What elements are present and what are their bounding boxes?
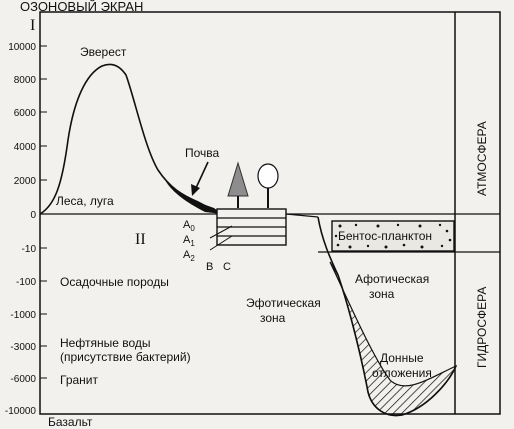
horizon-a1-label: A1 — [183, 234, 195, 248]
soil-profile-box — [209, 208, 287, 251]
hydrosphere-label: ГИДРОСФЕРА — [475, 287, 489, 368]
soil-arrow-head — [191, 184, 200, 196]
benthos-plankton-box — [331, 220, 455, 252]
soil-layer — [166, 182, 222, 214]
y-axis-ticks — [40, 45, 47, 379]
conifer-tree-icon — [227, 161, 249, 208]
soil-label: Почва — [185, 146, 220, 160]
bottom-sediment-wedge — [329, 261, 458, 417]
tick-label: -6000 — [10, 374, 36, 385]
tick-label: 6000 — [14, 108, 37, 119]
horizon-a2-label: A2 — [183, 249, 195, 263]
tick-label: -3000 — [10, 342, 36, 353]
soil-arrow — [195, 161, 209, 189]
bottom-sediments-label: Донные отложения — [372, 351, 432, 380]
oil-water-label: Нефтяные воды — [60, 336, 150, 350]
tick-label: -100 — [16, 277, 36, 288]
shore-line — [285, 213, 319, 218]
benthos-plankton-label: Бентос-планктон — [338, 229, 432, 243]
tick-label: 8000 — [14, 75, 37, 86]
horizon-b-label: B — [206, 261, 213, 273]
ozone-layer-title: ОЗОНОВЫЙ ЭКРАН — [20, 0, 143, 14]
tick-label: 0 — [30, 210, 36, 221]
atmosphere-label: АТМОСФЕРА — [475, 121, 489, 196]
everest-mountain-profile — [39, 63, 219, 215]
forests-label: Леса, луга — [56, 194, 114, 208]
basalt-label: Базальт — [48, 415, 93, 429]
tick-label: 10000 — [8, 42, 36, 53]
zone-one-marker: I — [30, 17, 35, 34]
horizon-a0-label: A0 — [183, 219, 195, 233]
zone-two-marker: II — [135, 231, 146, 248]
tick-label: 4000 — [14, 142, 37, 153]
aphotic-zone-label: Афотическая зона — [355, 272, 433, 301]
plankton-dots — [334, 223, 452, 249]
euphotic-zone-label: Эфотическая зона — [246, 296, 324, 325]
sedimentary-rocks-label: Осадочные породы — [60, 275, 169, 289]
everest-label: Эверест — [80, 45, 127, 59]
diagram-frame — [39, 11, 501, 415]
granite-label: Гранит — [60, 373, 99, 387]
tick-label: 2000 — [14, 176, 37, 187]
tick-label: -10 — [22, 244, 37, 255]
tick-label: -1000 — [10, 310, 36, 321]
bacteria-presence-label: (присутствие бактерий) — [60, 350, 191, 364]
horizon-c-label: C — [223, 261, 231, 273]
tick-label: -10000 — [5, 406, 37, 417]
deciduous-tree-icon — [257, 163, 279, 208]
